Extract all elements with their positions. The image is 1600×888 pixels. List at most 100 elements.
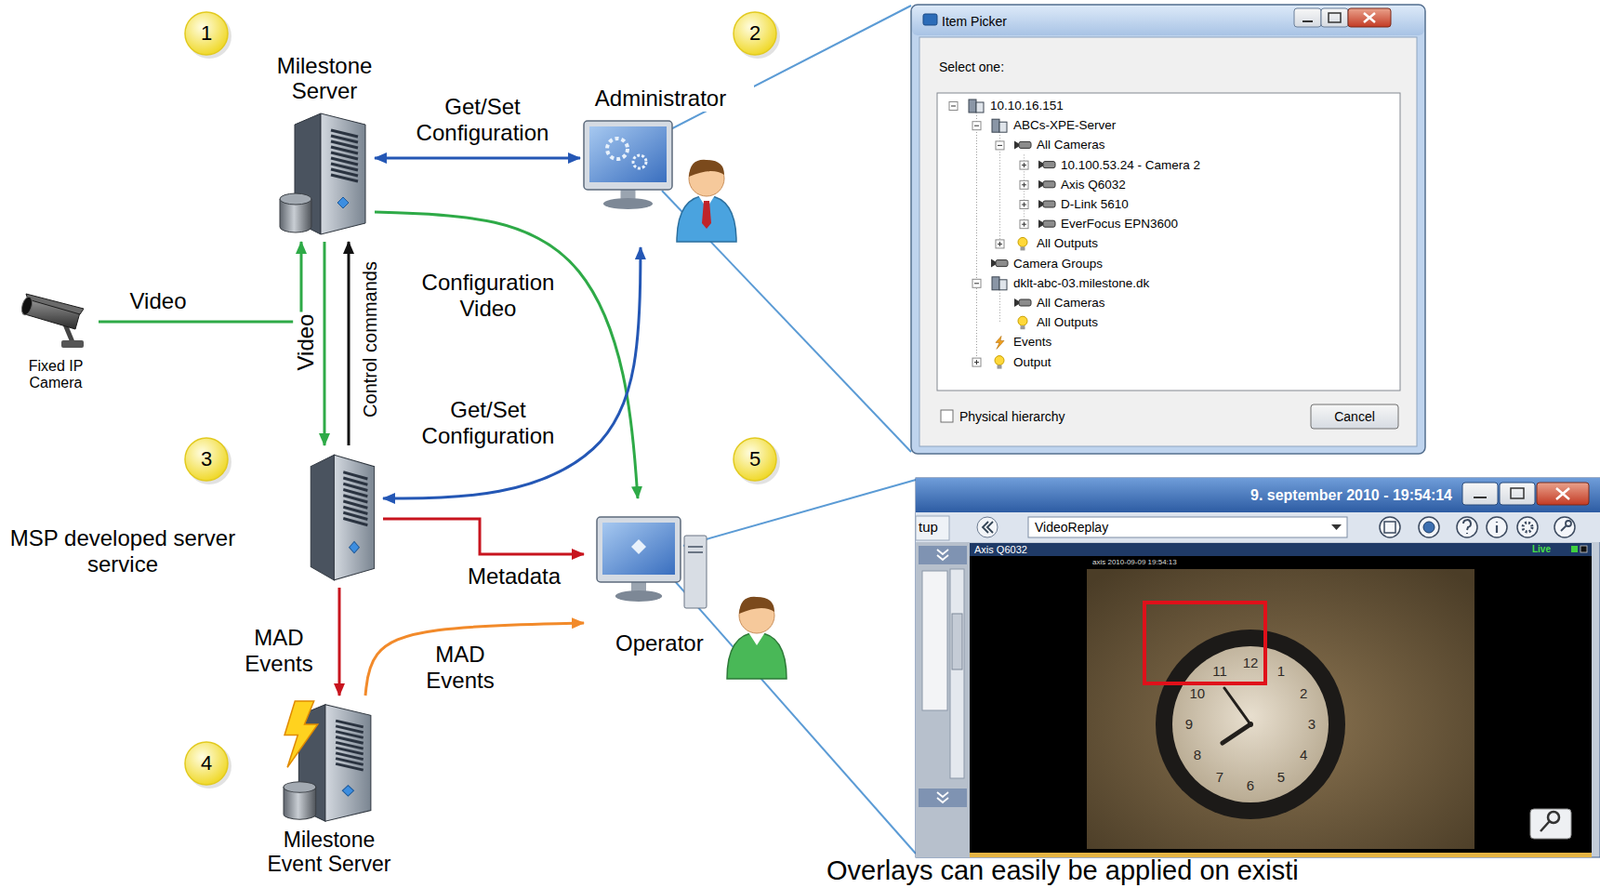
expander-glyph: [1023, 182, 1025, 187]
rack-icon: [283, 700, 371, 821]
rack-node: Milestone Event Server: [281, 699, 377, 825]
tree-item: dklt-abc-03.milestone.dk: [1013, 276, 1150, 291]
button-glyph: [937, 792, 949, 803]
window-title: 9. september 2010 - 19:54:14: [1250, 487, 1453, 504]
tree-item: ABCs-XPE-Server: [1013, 118, 1116, 133]
callout-number: 1: [200, 21, 212, 45]
button-glyph: [1363, 13, 1376, 23]
screen-gear: [633, 155, 647, 169]
callout-circle: [185, 12, 228, 55]
tab: [915, 515, 950, 541]
button-glyph: [1556, 488, 1570, 500]
callout-number: 2: [749, 21, 761, 45]
close-button: [1348, 8, 1391, 27]
dial-numeral: 12: [1242, 654, 1259, 671]
panel-button: [918, 545, 967, 565]
screen-gear: [607, 138, 628, 159]
checkbox-text: Physical hierarchy: [959, 409, 1066, 424]
overlay-rect: [1144, 602, 1266, 684]
checkbox: [940, 409, 953, 423]
expander-glyph: [1023, 162, 1025, 168]
tree-icon: [995, 260, 1008, 267]
node-title: Milestone Event Server: [259, 827, 399, 877]
rack-light: [337, 197, 349, 209]
pc-tower: [684, 535, 707, 609]
button-glyph: [1510, 488, 1524, 499]
expander-glyph: [974, 125, 979, 127]
client-area: [919, 37, 1417, 447]
zoom-button: [1530, 808, 1572, 839]
tree-icon: [1018, 237, 1028, 247]
leader-line: [683, 479, 916, 546]
tree-item: All Outputs: [1036, 237, 1098, 252]
tree-expander: [995, 239, 1005, 249]
dial-numeral: 10: [1189, 685, 1205, 701]
connector: [374, 211, 638, 499]
tree-icon: [1020, 325, 1026, 330]
tree-expander: [949, 102, 958, 111]
monitor-base: [603, 198, 653, 210]
tree-icon: [976, 102, 984, 113]
button-glyph: [1473, 496, 1487, 499]
person-body: [676, 195, 737, 242]
dial-numeral: 11: [1212, 662, 1228, 679]
rack-light: [349, 541, 360, 553]
callout-circle: [733, 12, 777, 55]
dial-numeral: 5: [1277, 769, 1285, 786]
toolbar-button: [1517, 516, 1538, 538]
cam-mount: [61, 340, 84, 348]
clock-rim: [1155, 629, 1346, 820]
expander-glyph: [999, 241, 1001, 247]
icon: [583, 115, 738, 244]
edge-label: Video: [292, 312, 319, 373]
tree-icon: [1020, 246, 1026, 251]
dropdown-text: VideoReplay: [1034, 519, 1109, 535]
person-tie: [701, 200, 712, 229]
edge-label: Control commands: [359, 259, 382, 420]
status-square: [1580, 545, 1587, 553]
minimize-button: [1462, 482, 1498, 505]
tree-expander: [972, 357, 981, 367]
edge-label: MAD Events: [233, 624, 326, 676]
dial-numeral: 9: [1185, 715, 1193, 732]
callout-circle: [185, 437, 228, 481]
expander-glyph: [974, 282, 979, 284]
expander-glyph: [1023, 222, 1025, 227]
dialog-prompt: Select one:: [938, 59, 1005, 75]
tree-icon: [999, 121, 1007, 133]
pc-slot: [687, 551, 703, 554]
cam-hood: [26, 293, 84, 315]
toolbar: [915, 512, 1600, 543]
workstation-node: Operator: [587, 502, 788, 681]
rack-side: [310, 454, 334, 581]
tree-icon: [1043, 220, 1056, 227]
toolbar-button: [977, 516, 998, 538]
status-square: [1571, 545, 1578, 553]
monitor-base: [615, 590, 662, 602]
tab-text: tup: [918, 518, 939, 535]
dial-numeral: 1: [1277, 662, 1285, 679]
toolbar-button: [1456, 516, 1478, 538]
tree-line: [999, 292, 1001, 323]
tree-icon: [1043, 161, 1056, 169]
person-hair: [739, 596, 775, 614]
rack-slot: [343, 518, 368, 526]
tree-line: [976, 115, 978, 363]
tree-icon: [1038, 180, 1044, 189]
view-bar: [969, 542, 1592, 556]
push-button: [1310, 404, 1399, 429]
pc-slot: [687, 545, 703, 548]
expander-glyph: [951, 105, 956, 107]
callout-circle: [185, 741, 228, 785]
dropdown-arrow: [1331, 524, 1342, 530]
screen-mark: [631, 539, 647, 555]
tree-expander: [1019, 200, 1029, 210]
tree-item: All Outputs: [1036, 315, 1098, 331]
tree-icon: [1043, 200, 1056, 208]
tree-icon: [1038, 160, 1044, 170]
button-text: Cancel: [1334, 409, 1376, 424]
edge-label: MAD Events: [414, 641, 507, 693]
tree-icon: [995, 335, 1005, 349]
